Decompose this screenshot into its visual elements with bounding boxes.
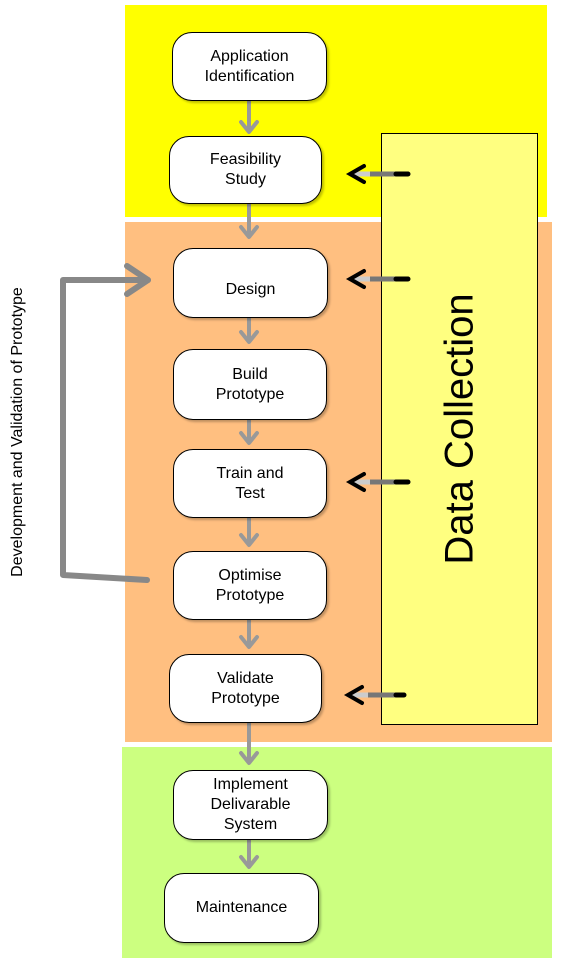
step-design: Design [173,248,328,318]
data-collection-box: Data Collection [381,133,538,725]
step-label: Validate Prototype [211,669,280,707]
step-maintenance: Maintenance [164,873,319,943]
step-implement-delivarable-system: Implement Delivarable System [173,770,328,840]
step-label: Train and Test [216,464,284,502]
step-label: Feasibility Study [209,151,282,188]
step-label: Design [225,281,276,298]
step-application-identification: Application Identification [172,32,327,101]
step-feasibility-study: Feasibility Study [169,136,322,204]
step-label: Optimise Prototype [215,566,285,604]
step-train-and-test: Train and Test [173,449,327,518]
step-label: Implement Delivarable System [210,776,291,833]
step-build-prototype: Build Prototype [173,349,327,420]
data-input-arrows [343,164,411,705]
step-label: Application Identification [204,47,295,85]
step-validate-prototype: Validate Prototype [169,654,322,723]
step-label: Maintenance [195,899,288,916]
feedback-loop-arrow [60,263,151,583]
step-label: Build Prototype [215,365,285,403]
step-optimise-prototype: Optimise Prototype [173,551,327,620]
loop-label: Development and Validation of Prototype [9,287,26,577]
